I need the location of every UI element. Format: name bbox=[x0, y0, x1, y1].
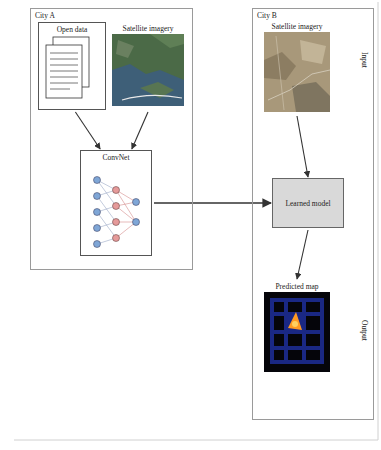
flow-arrow bbox=[132, 112, 148, 149]
frame-line bbox=[14, 440, 378, 441]
node-label: Predicted map bbox=[275, 282, 318, 291]
terrain-patch bbox=[292, 82, 330, 112]
land bbox=[112, 34, 184, 106]
district bbox=[116, 40, 134, 58]
axis-label: Output bbox=[360, 320, 369, 341]
data-box: Open data bbox=[38, 22, 106, 110]
node-label: Satellite imagery bbox=[271, 22, 322, 31]
document-icon bbox=[46, 37, 89, 98]
node-label: Learned model bbox=[285, 199, 330, 208]
flow-arrow bbox=[75, 112, 100, 149]
map-blocks bbox=[274, 302, 320, 360]
process-box: Learned model bbox=[272, 178, 344, 228]
road bbox=[276, 36, 284, 110]
node-label: City B bbox=[257, 11, 277, 20]
net-layer bbox=[133, 199, 140, 226]
hotspot-core bbox=[292, 321, 298, 327]
node-label: City A bbox=[35, 11, 55, 20]
net-links bbox=[116, 190, 136, 238]
node-label: Open data bbox=[57, 25, 88, 34]
satellite-image-a bbox=[112, 34, 184, 106]
figure-frame bbox=[14, 2, 378, 440]
node-label: Satellite imagery bbox=[122, 24, 173, 33]
region-panel: City B Satellite imageryLearned modelPred… bbox=[252, 8, 374, 420]
flow-arrow bbox=[297, 230, 308, 279]
convnet-figure bbox=[94, 177, 140, 248]
satellite-image-b bbox=[264, 32, 330, 112]
flow-arrow bbox=[297, 116, 308, 177]
image-box: Satellite imagery bbox=[260, 20, 334, 114]
terrain bbox=[264, 32, 330, 112]
hotspot bbox=[288, 312, 302, 330]
net-layer bbox=[113, 187, 120, 242]
frame-line bbox=[378, 2, 379, 440]
water bbox=[112, 64, 184, 106]
axis-label: Input bbox=[360, 52, 369, 68]
map-cells bbox=[270, 298, 324, 364]
bridge bbox=[122, 95, 182, 100]
map-ground bbox=[264, 292, 330, 372]
page-front bbox=[46, 45, 82, 98]
terrain-patch bbox=[264, 52, 296, 80]
image-box: Predicted map bbox=[260, 280, 334, 374]
flow-arrow bbox=[154, 202, 271, 204]
terrain-patch bbox=[300, 40, 326, 64]
region-panel: City AOpen data Satellite imageryConvNet bbox=[30, 8, 193, 270]
text-lines bbox=[50, 53, 78, 89]
node-label: ConvNet bbox=[102, 153, 129, 162]
park bbox=[150, 34, 184, 48]
image-box: Satellite imagery bbox=[110, 22, 186, 110]
net-layer bbox=[94, 177, 101, 248]
model-box: ConvNet bbox=[80, 150, 152, 256]
road bbox=[268, 70, 330, 100]
predicted-map-image bbox=[264, 292, 330, 372]
